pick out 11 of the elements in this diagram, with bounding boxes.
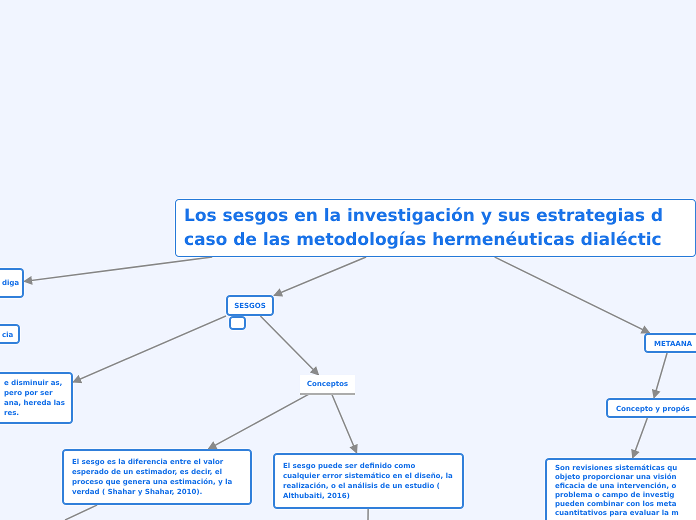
arrow	[260, 315, 320, 376]
arrow	[23, 256, 212, 285]
arrow	[72, 315, 226, 384]
empty-box	[229, 316, 246, 330]
title-box: Los sesgos en la investigación y sus estrategias d caso de las metodologías hermenéuticas dialéctic	[175, 199, 696, 257]
arrow	[631, 418, 648, 459]
arrow	[330, 392, 358, 454]
arrow	[652, 352, 668, 399]
arrow	[208, 392, 312, 450]
arrow	[494, 256, 650, 334]
arrow	[273, 256, 366, 296]
